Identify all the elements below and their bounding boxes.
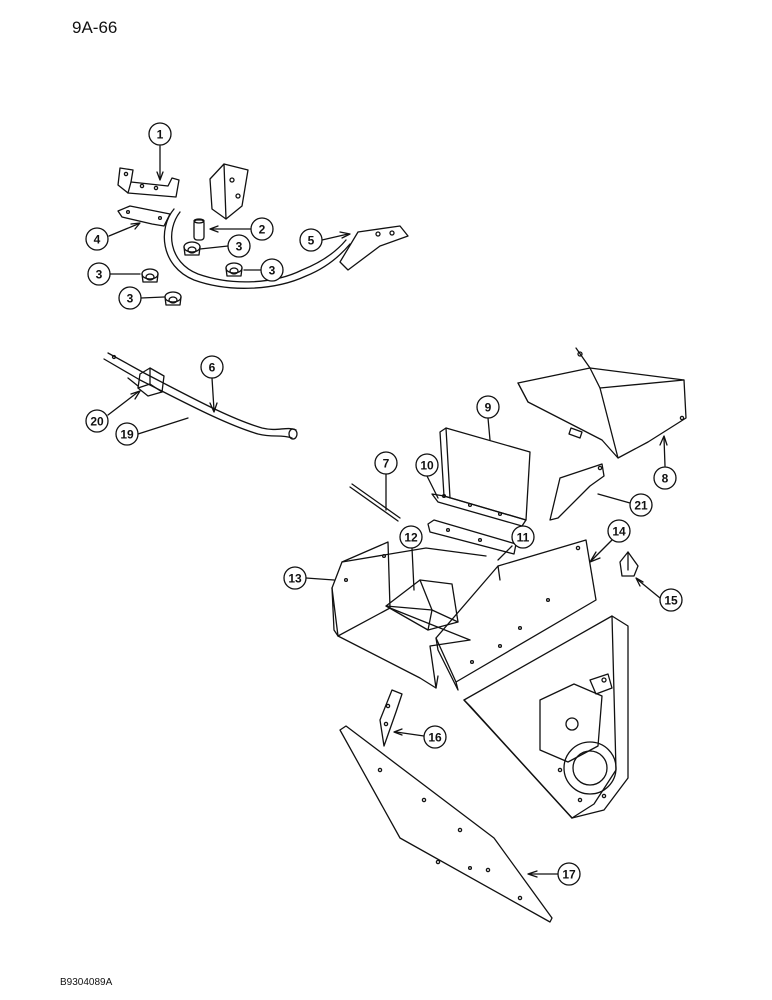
callout-label: 3	[127, 292, 134, 306]
plate-part-17	[339, 725, 553, 923]
callout-label: 3	[96, 268, 103, 282]
callout-label: 16	[428, 731, 442, 745]
grommet-3-b	[225, 262, 243, 277]
grommet-3-c	[141, 268, 159, 283]
callout-label: 20	[90, 415, 104, 429]
callout-3: 3	[227, 234, 251, 258]
plate-part-12	[385, 579, 459, 631]
bracket-part-16	[379, 689, 403, 747]
callout-11: 11	[511, 525, 535, 549]
callout-label: 2	[259, 223, 266, 237]
callout-label: 5	[308, 234, 315, 248]
callout-label: 12	[404, 531, 418, 545]
callout-label: 21	[634, 499, 648, 513]
callout-1: 1	[148, 122, 172, 146]
callout-label: 9	[485, 401, 492, 415]
callout-3: 3	[260, 258, 284, 282]
callout-15: 15	[659, 588, 683, 612]
callout-6: 6	[200, 355, 224, 379]
callout-label: 15	[664, 594, 678, 608]
shield-part-8	[517, 347, 687, 459]
callout-label: 4	[94, 233, 101, 247]
callout-7: 7	[374, 451, 398, 475]
panel-part-9	[431, 427, 531, 527]
callout-20: 20	[85, 409, 109, 433]
callout-17: 17	[557, 862, 581, 886]
strap-part-4	[117, 205, 171, 227]
callout-label: 11	[517, 531, 530, 545]
fan-housing	[463, 615, 629, 819]
panel-part-14	[435, 539, 597, 691]
callout-4: 4	[85, 227, 109, 251]
figure-code: B9304089A	[60, 977, 113, 988]
callout-5: 5	[299, 228, 323, 252]
angle-part-11	[427, 519, 517, 555]
bushing-part-2	[193, 218, 205, 241]
callout-2: 2	[250, 217, 274, 241]
callout-12: 12	[399, 525, 423, 549]
callout-label: 14	[612, 525, 626, 539]
rod-part-7	[349, 483, 401, 522]
callout-label: 3	[236, 240, 243, 254]
callout-label: 7	[383, 457, 390, 471]
callout-19: 19	[115, 422, 139, 446]
callout-3: 3	[118, 286, 142, 310]
bent-tube	[163, 208, 351, 289]
callout-label: 19	[120, 428, 134, 442]
clamp-part-20	[127, 367, 165, 397]
leader-lines	[107, 145, 668, 878]
callout-label: 1	[157, 128, 164, 142]
grommet-3-d	[164, 291, 182, 306]
grommet-3-a	[183, 241, 201, 256]
callout-14: 14	[607, 519, 631, 543]
bracket-part-5	[339, 225, 409, 271]
callout-label: 8	[662, 472, 669, 486]
mount-plate	[209, 163, 249, 220]
callout-16: 16	[423, 725, 447, 749]
callout-9: 9	[476, 395, 500, 419]
callout-21: 21	[629, 493, 653, 517]
callout-8: 8	[653, 466, 677, 490]
bracket-part-1	[117, 167, 180, 198]
callout-13: 13	[283, 566, 307, 590]
callout-3: 3	[87, 262, 111, 286]
callout-10: 10	[415, 453, 439, 477]
box-part-13	[331, 541, 487, 689]
callout-label: 6	[209, 361, 216, 375]
bracket-part-15	[619, 551, 639, 577]
callout-label: 10	[420, 459, 434, 473]
callout-label: 17	[562, 868, 576, 882]
bracket-part-21	[549, 463, 605, 521]
callout-label: 13	[288, 572, 302, 586]
page-code: 9A-66	[72, 18, 118, 37]
callout-label: 3	[269, 264, 276, 278]
